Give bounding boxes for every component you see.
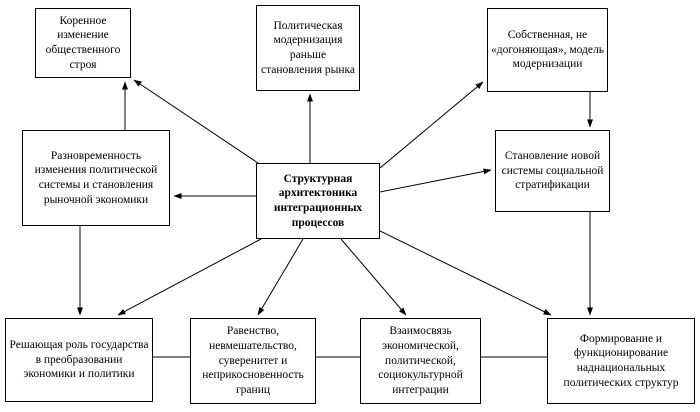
node-top-left-label: Коренное изменение общественного строя	[45, 14, 121, 71]
node-bottom-center-left: Равенство, невмешательство, суверенитет …	[190, 318, 316, 404]
node-mid-right: Становление новой системы социальной стр…	[495, 130, 610, 212]
node-center-label: Структурная архитектоника интеграционных…	[273, 172, 363, 229]
node-bottom-right-label: Формирование и функционирование наднацио…	[563, 332, 679, 389]
arrow-center-to-bottom-right	[379, 230, 552, 316]
node-bottom-right: Формирование и функционирование наднацио…	[547, 318, 695, 404]
arrow-center-to-bottom-left	[117, 238, 262, 316]
node-bottom-left-label: Решающая роль государства в преобразован…	[9, 338, 149, 381]
arrow-center-to-top-right	[379, 81, 484, 169]
arrow-center-to-top-left	[133, 79, 259, 164]
node-top-left: Коренное изменение общественного строя	[35, 8, 131, 78]
node-center: Структурная архитектоника интеграционных…	[256, 163, 380, 239]
node-top-right-label: Собственная, не «догоняющая», модель мод…	[491, 28, 604, 71]
node-top-center-label: Политическая модернизация раньше становл…	[260, 19, 356, 76]
node-top-right: Собственная, не «догоняющая», модель мод…	[487, 8, 608, 92]
arrow-center-to-bottom-center-right	[340, 238, 407, 316]
arrow-center-to-bottom-center-left	[257, 238, 304, 316]
arrow-center-to-mid-right	[379, 168, 492, 193]
node-mid-right-label: Становление новой системы социальной стр…	[501, 149, 604, 192]
node-top-center: Политическая модернизация раньше становл…	[256, 5, 360, 91]
node-mid-left: Разновременность изменения политической …	[22, 130, 170, 226]
node-bottom-center-left-label: Равенство, невмешательство, суверенитет …	[202, 325, 304, 397]
node-bottom-center-right-label: Взаимосвязь экономической, политической,…	[378, 325, 463, 397]
node-mid-left-label: Разновременность изменения политической …	[34, 149, 158, 206]
node-bottom-center-right: Взаимосвязь экономической, политической,…	[360, 318, 481, 404]
node-bottom-left: Решающая роль государства в преобразован…	[5, 318, 153, 402]
